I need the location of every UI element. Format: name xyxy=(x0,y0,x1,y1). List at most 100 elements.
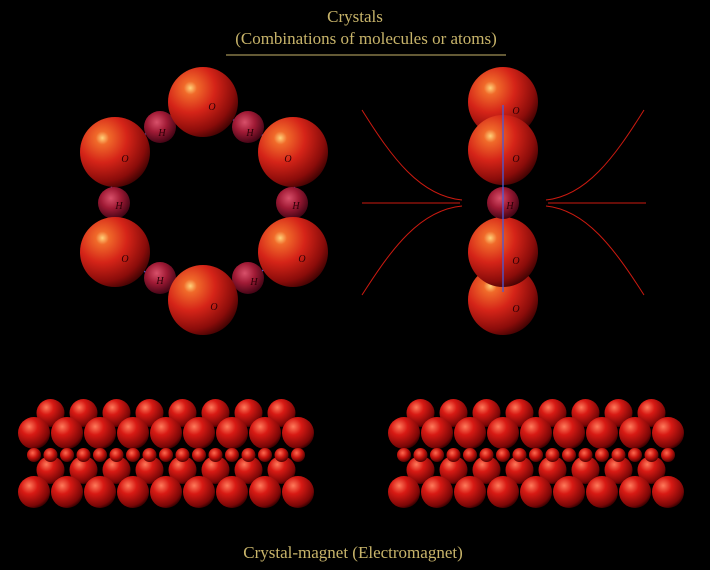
lattice-atom xyxy=(282,417,314,449)
lattice-atom xyxy=(439,399,468,427)
lattice-atom xyxy=(126,448,140,462)
lattice-atom xyxy=(234,456,263,484)
lattice-atom xyxy=(36,456,65,484)
svg-text:O: O xyxy=(121,254,128,265)
lattice-atom xyxy=(538,399,567,427)
hydrogen-atom: H xyxy=(232,262,264,294)
lattice-atom xyxy=(249,476,281,508)
magnetic-field-lines xyxy=(361,109,646,296)
lattice-atom xyxy=(69,399,98,427)
hydrogen-atom: H xyxy=(276,187,308,219)
oxygen-atom: O xyxy=(168,265,238,335)
crystal-lattice-right xyxy=(388,399,684,508)
lattice-atom xyxy=(18,476,50,508)
svg-text:H: H xyxy=(505,201,514,212)
lattice-atom xyxy=(36,399,65,427)
lattice-atom xyxy=(388,476,420,508)
lattice-atom xyxy=(661,448,675,462)
svg-text:O: O xyxy=(208,102,215,113)
lattice-atom xyxy=(159,448,173,462)
lattice-atom xyxy=(512,448,527,462)
lattice-atom xyxy=(216,476,248,508)
lattice-atom xyxy=(216,417,248,449)
lattice-atom xyxy=(117,417,149,449)
lattice-atom xyxy=(291,448,305,462)
page-title: Crystals xyxy=(327,7,383,26)
hydrogen-atom: H xyxy=(232,111,264,143)
svg-text:H: H xyxy=(114,201,123,212)
lattice-atom xyxy=(472,399,501,427)
lattice-atom xyxy=(150,417,182,449)
lattice-atom xyxy=(619,476,651,508)
svg-text:H: H xyxy=(155,276,164,287)
svg-text:O: O xyxy=(512,154,519,165)
lattice-atom xyxy=(463,448,477,462)
lattice-atom xyxy=(397,448,411,462)
lattice-atom xyxy=(201,399,230,427)
lattice-atom xyxy=(505,456,534,484)
hydrogen-atom: H xyxy=(144,262,176,294)
lattice-atom xyxy=(43,448,58,462)
lattice-atom xyxy=(413,448,428,462)
oxygen-atom: O xyxy=(258,217,328,287)
lattice-atom xyxy=(586,476,618,508)
lattice-atom xyxy=(241,448,256,462)
svg-text:O: O xyxy=(512,106,519,117)
lattice-atom xyxy=(562,448,576,462)
lattice-atom xyxy=(208,448,223,462)
footer-caption: Crystal-magnet (Electromagnet) xyxy=(243,543,463,562)
svg-text:O: O xyxy=(121,154,128,165)
lattice-atom xyxy=(135,456,164,484)
hydrogen-atom: H xyxy=(144,111,176,143)
lattice-atom xyxy=(76,448,91,462)
svg-text:O: O xyxy=(512,304,519,315)
svg-text:H: H xyxy=(291,201,300,212)
lattice-atom xyxy=(406,399,435,427)
lattice-atom xyxy=(183,417,215,449)
lattice-atom xyxy=(611,448,626,462)
hydrogen-atom: H xyxy=(98,187,130,219)
lattice-atom xyxy=(619,417,651,449)
lattice-atom xyxy=(578,448,593,462)
svg-text:O: O xyxy=(284,154,291,165)
lattice-atom xyxy=(586,417,618,449)
lattice-atom xyxy=(430,448,444,462)
lattice-atom xyxy=(496,448,510,462)
lattice-atom xyxy=(225,448,239,462)
lattice-atom xyxy=(538,456,567,484)
lattice-atom xyxy=(192,448,206,462)
lattice-atom xyxy=(183,476,215,508)
lattice-atom xyxy=(84,476,116,508)
lattice-atom xyxy=(234,399,263,427)
oxygen-atom: O xyxy=(468,67,538,137)
lattice-atom xyxy=(553,476,585,508)
lattice-atom xyxy=(267,456,296,484)
lattice-atom xyxy=(604,399,633,427)
lattice-atom xyxy=(545,448,560,462)
lattice-atom xyxy=(175,448,190,462)
oxygen-atom: O xyxy=(80,117,150,187)
lattice-atom xyxy=(439,456,468,484)
lattice-atom xyxy=(454,476,486,508)
oxygen-atom: O xyxy=(80,217,150,287)
lattice-atom xyxy=(109,448,124,462)
lattice-atom xyxy=(135,399,164,427)
lattice-atom xyxy=(571,456,600,484)
lattice-atom xyxy=(168,399,197,427)
lattice-atom xyxy=(201,456,230,484)
lattice-atom xyxy=(60,448,74,462)
svg-text:H: H xyxy=(157,128,166,139)
lattice-atom xyxy=(479,448,494,462)
crystal-lattice-left xyxy=(18,399,314,508)
lattice-atom xyxy=(406,456,435,484)
lattice-atom xyxy=(628,448,642,462)
lattice-atom xyxy=(102,399,131,427)
lattice-atom xyxy=(93,448,107,462)
svg-text:O: O xyxy=(298,254,305,265)
lattice-atom xyxy=(168,456,197,484)
lattice-atom xyxy=(258,448,272,462)
lattice-atom xyxy=(529,448,543,462)
lattice-atom xyxy=(487,476,519,508)
lattice-atom xyxy=(652,476,684,508)
